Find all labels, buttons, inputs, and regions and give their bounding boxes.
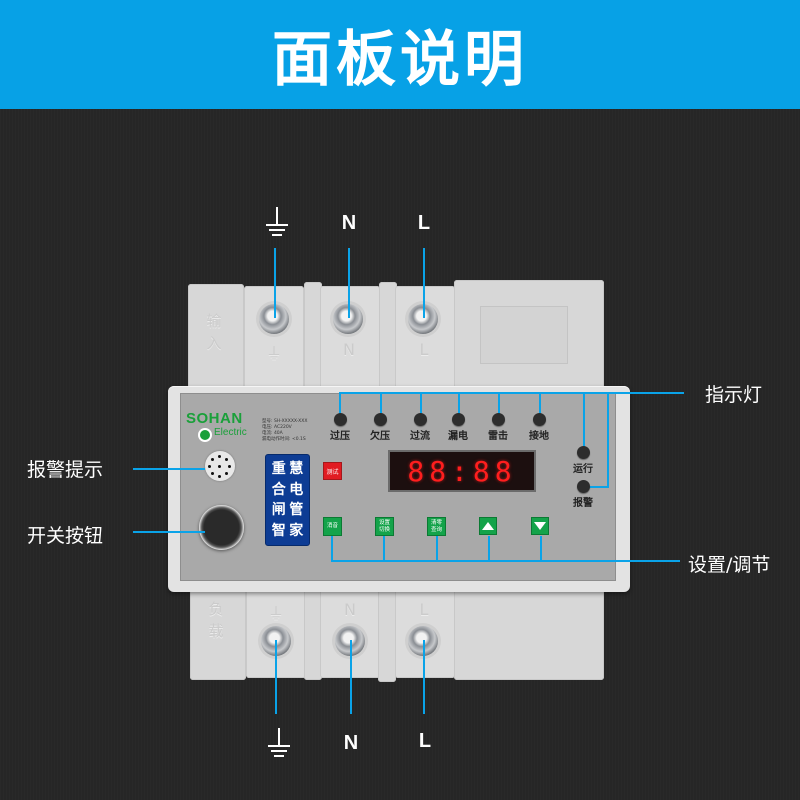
pointer-line <box>498 392 500 416</box>
brand-card: 重 慧 合 电 闸 管 智 家 <box>265 454 310 546</box>
status-label: 报警 <box>573 498 593 509</box>
callout-alarm: 报警提示 <box>27 459 104 481</box>
brand-char: 家 <box>289 522 304 539</box>
arrow-up-icon <box>482 522 494 530</box>
brand-char: 合 <box>271 481 286 498</box>
indicator-label: 欠压 <box>370 431 390 442</box>
pointer-line <box>274 248 276 318</box>
brand-char: 智 <box>271 522 286 539</box>
brand-char: 重 <box>271 461 286 477</box>
spec-line: 型号: SH-XXXXX-XXX <box>262 419 308 424</box>
spec-line: 漏电动作时间: <0.1S <box>262 437 306 442</box>
engraved-ground-top: ⏚ <box>265 344 282 363</box>
terminal-label-n-top: N <box>341 212 357 234</box>
terminal-divider <box>379 282 397 394</box>
down-button[interactable] <box>531 517 549 535</box>
led-running <box>577 446 590 459</box>
pointer-line <box>348 248 350 318</box>
pointer-line <box>133 531 205 533</box>
pointer-line <box>275 640 277 714</box>
pointer-line <box>133 468 205 470</box>
page-title: 面板说明 <box>272 25 528 95</box>
engraved-ground-bottom: ⏚ <box>267 604 284 623</box>
engraved-n-bottom: N <box>344 600 356 619</box>
up-button[interactable] <box>479 517 497 535</box>
led-leakage <box>452 413 465 426</box>
pointer-line <box>420 392 422 416</box>
buzzer-speaker-icon <box>205 451 235 481</box>
indicator-label: 漏电 <box>448 431 468 442</box>
indicator-callout-line <box>339 392 684 394</box>
led-alarm <box>577 480 590 493</box>
ground-icon-top <box>266 207 288 236</box>
terminal-divider <box>378 586 396 682</box>
led-undervoltage <box>374 413 387 426</box>
engraved-output-label: 负载 <box>208 600 224 640</box>
mute-button[interactable]: 消音 <box>323 517 342 536</box>
led-lightning <box>492 413 505 426</box>
pointer-line <box>607 392 609 488</box>
spec-line: 电流: 40A <box>262 431 283 436</box>
terminal-divider <box>304 282 322 394</box>
brand-char: 闸 <box>271 502 286 518</box>
brand-name: SOHAN <box>186 410 243 427</box>
terminal-label-n-bottom: N <box>343 732 359 754</box>
led-display: 88:88 <box>388 450 536 492</box>
spec-line: 电压: AC220V <box>262 425 292 430</box>
engraved-n-top: N <box>343 340 355 359</box>
test-button[interactable]: 测试 <box>323 462 342 480</box>
clear-query-button[interactable]: 清零 查询 <box>427 517 446 536</box>
pointer-line <box>488 536 490 561</box>
led-overcurrent <box>414 413 427 426</box>
callout-switch: 开关按钮 <box>27 525 104 547</box>
terminal-divider <box>304 586 322 680</box>
settings-switch-button[interactable]: 设置 切换 <box>375 517 394 536</box>
brand-char: 慧 <box>289 461 304 477</box>
indicator-label: 雷击 <box>488 431 508 442</box>
brand-char: 管 <box>289 502 304 518</box>
terminal-cover-input <box>188 284 244 394</box>
power-switch-button[interactable] <box>199 505 244 550</box>
ground-icon-bottom <box>268 728 290 757</box>
label-window <box>480 306 568 364</box>
pointer-line <box>540 536 542 561</box>
pointer-line <box>423 640 425 714</box>
pointer-line <box>339 392 341 416</box>
indicator-label: 接地 <box>529 431 549 442</box>
indicator-label: 过流 <box>410 431 430 442</box>
led-overvoltage <box>334 413 347 426</box>
terminal-label-l-bottom: L <box>418 730 432 752</box>
terminal-label-l-top: L <box>417 212 431 234</box>
header-banner: 面板说明 <box>0 0 800 109</box>
status-label: 运行 <box>573 464 593 475</box>
pointer-line <box>586 486 609 488</box>
pointer-line <box>331 536 333 561</box>
pointer-line <box>423 248 425 318</box>
pointer-line <box>350 640 352 714</box>
callout-settings: 设置/调节 <box>688 554 771 576</box>
terminal-cover-blank-bottom <box>454 586 604 680</box>
engraved-l-bottom: L <box>419 600 429 619</box>
pointer-line <box>458 392 460 416</box>
brand-char: 电 <box>289 481 304 498</box>
arrow-down-icon <box>534 522 546 530</box>
engraved-l-top: L <box>419 340 429 359</box>
pointer-line <box>539 392 541 416</box>
callout-indicator: 指示灯 <box>705 384 763 406</box>
terminal-cover-output <box>190 586 246 680</box>
led-grounding <box>533 413 546 426</box>
pointer-line <box>583 392 585 452</box>
brand-sub: Electric <box>214 427 247 438</box>
engraved-input-label: 输入 <box>206 312 222 352</box>
brand-logo: SOHAN Electric <box>186 410 247 450</box>
pointer-line <box>383 536 385 561</box>
pointer-line <box>380 392 382 416</box>
spec-text: 型号: SH-XXXXX-XXX 电压: AC220V 电流: 40A 漏电动作… <box>262 419 307 443</box>
settings-callout-line <box>331 560 680 562</box>
brand-badge-icon <box>198 428 212 442</box>
pointer-line <box>436 536 438 561</box>
indicator-label: 过压 <box>330 431 350 442</box>
